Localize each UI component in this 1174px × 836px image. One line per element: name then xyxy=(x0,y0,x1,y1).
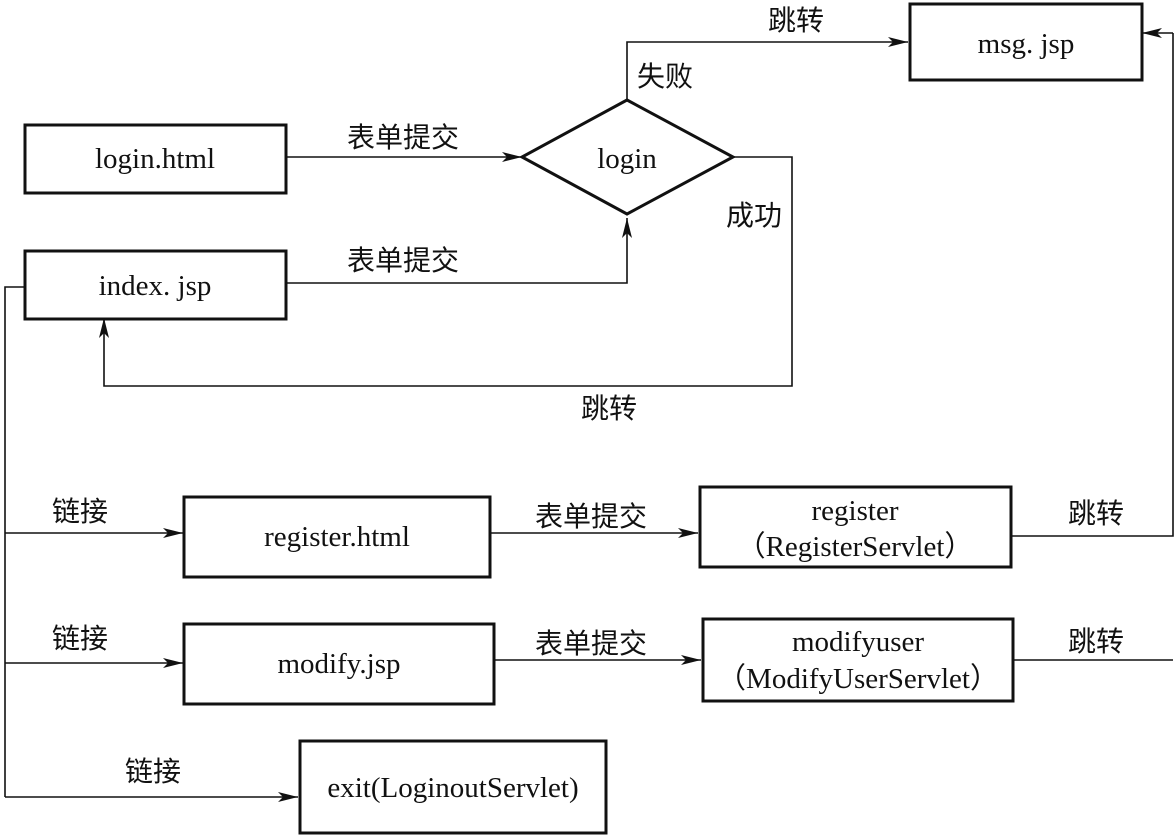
node-index-jsp xyxy=(23,249,288,321)
node-register-line1: register xyxy=(812,495,899,527)
edge-label-link-register: 链接 xyxy=(52,496,108,528)
node-register-html xyxy=(182,495,492,579)
node-msg-jsp xyxy=(908,2,1144,82)
node-exit-servlet xyxy=(298,739,608,835)
edge-login-fail-to-msg xyxy=(626,37,908,100)
edge-label-fail-jump: 跳转 xyxy=(768,5,824,37)
edge-label-register-submit: 表单提交 xyxy=(535,501,647,533)
edge-label-modify-submit: 表单提交 xyxy=(535,628,647,660)
node-register-html-label: register.html xyxy=(264,521,410,553)
node-modify-jsp-label: modify.jsp xyxy=(278,648,401,680)
edge-label-modifyuser-jump: 跳转 xyxy=(1068,626,1124,658)
node-login-label: login xyxy=(597,143,657,175)
node-login-html-label: login.html xyxy=(95,143,215,175)
edge-label-register-jump: 跳转 xyxy=(1068,498,1124,530)
edge-label-success: 成功 xyxy=(726,200,782,232)
edge-label-index-submit: 表单提交 xyxy=(347,245,459,277)
node-exit-label: exit(LoginoutServlet) xyxy=(327,772,578,804)
edge-label-link-modify: 链接 xyxy=(52,623,108,655)
edge-register-to-msg xyxy=(1011,33,1174,537)
node-register-line2: （RegisterServlet） xyxy=(737,531,974,563)
node-modify-jsp xyxy=(182,622,496,706)
edge-index-trunk xyxy=(4,286,25,797)
node-msg-jsp-label: msg. jsp xyxy=(978,28,1075,60)
edge-label-fail: 失败 xyxy=(637,61,693,93)
node-login-decision xyxy=(518,98,737,216)
node-register-servlet xyxy=(698,485,1013,569)
node-modifyuser-servlet xyxy=(701,617,1015,703)
node-login-html xyxy=(23,123,288,195)
edge-index-to-login xyxy=(286,218,632,284)
edge-label-login-html-submit: 表单提交 xyxy=(347,122,459,154)
edge-label-link-exit: 链接 xyxy=(125,756,181,788)
edge-login-success-to-index xyxy=(99,156,793,387)
node-modifyuser-line2: （ModifyUserServlet） xyxy=(717,663,999,695)
edge-label-success-jump: 跳转 xyxy=(581,393,637,425)
node-index-jsp-label: index. jsp xyxy=(99,270,212,302)
node-modifyuser-line1: modifyuser xyxy=(792,626,924,658)
